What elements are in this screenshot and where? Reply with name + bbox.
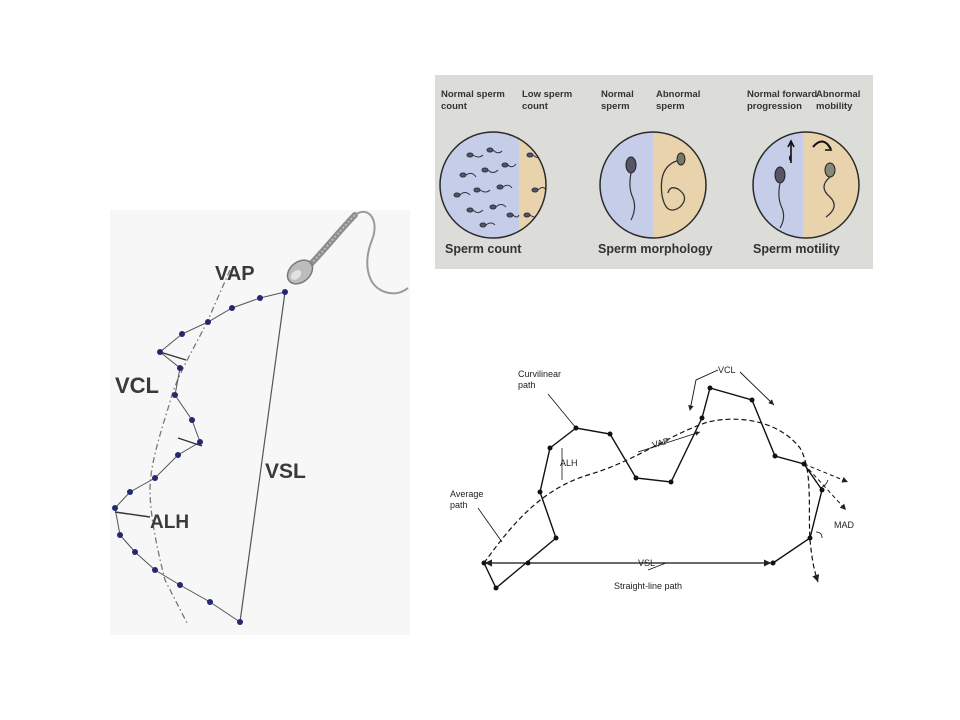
mad-angle-arc-1 — [819, 479, 829, 489]
vsl-line — [239, 291, 286, 623]
count-circle-outline — [439, 131, 547, 239]
morphology-circle-outline — [599, 131, 707, 239]
label-vap: VAP — [215, 263, 255, 285]
motility-normal-label-line2: progression — [747, 101, 802, 112]
sperm-tail — [354, 210, 409, 295]
label-straight-line-path: Straight-line path — [614, 581, 682, 591]
mad-angle-arc-2 — [815, 531, 823, 539]
average-path-line — [149, 269, 231, 626]
morph-abnormal-label-line2: sperm — [656, 101, 685, 112]
morph-normal-label-line2: sperm — [601, 101, 630, 112]
sperm-quality-svg: Normal sperm count Low sperm count — [435, 75, 873, 269]
count-low-label-line1: Low sperm — [522, 89, 572, 100]
count-low-label-line2: count — [522, 101, 549, 112]
motility-circle-outline — [752, 131, 860, 239]
label-alh: ALH — [150, 512, 189, 533]
alh-bar-3 — [114, 511, 151, 518]
caption-sperm-motility: Sperm motility — [753, 242, 840, 256]
curvilinear-leader — [547, 393, 577, 429]
label-vsl: VSL — [265, 460, 306, 483]
casa-path-svg: Curvilinear path VCL VAP ALH Average pat… — [450, 365, 855, 591]
label-curvilinear-line2: path — [518, 380, 536, 390]
sperm-head-highlight — [290, 270, 302, 280]
label-curvilinear-line1: Curvilinear — [518, 369, 561, 379]
sperm-midpiece-texture — [304, 214, 356, 271]
caption-sperm-count: Sperm count — [445, 242, 522, 256]
vcl-bracket-right — [739, 371, 775, 406]
label-average-line1: Average — [450, 489, 483, 499]
morph-normal-label-line1: Normal — [601, 89, 634, 100]
straight-leader — [647, 562, 667, 571]
vcl-bracket-left — [688, 369, 719, 411]
label-mad: MAD — [834, 520, 855, 530]
mad-direction-2 — [803, 463, 847, 511]
label-average-line2: path — [450, 500, 468, 510]
label-alh-bottom: ALH — [560, 458, 578, 468]
label-vcl: VCL — [115, 373, 159, 398]
count-normal-label-line2: count — [441, 101, 468, 112]
sperm-track-svg: VAP VCL ALH VSL — [110, 210, 410, 635]
label-vap-bottom: VAP — [651, 436, 670, 450]
alh-bar-1 — [159, 351, 187, 361]
left-panel-background — [110, 210, 410, 635]
casa-path-diagram: Curvilinear path VCL VAP ALH Average pat… — [438, 360, 878, 600]
average-leader — [477, 507, 503, 543]
caption-sperm-morphology: Sperm morphology — [598, 242, 713, 256]
vap-leader — [637, 431, 701, 453]
track-points — [112, 289, 288, 625]
alh-bar-2 — [177, 437, 203, 447]
morph-abnormal-label-line1: Abnormal — [656, 89, 700, 100]
average-path — [483, 418, 820, 583]
motility-abnormal-label-line2: mobility — [816, 101, 853, 112]
path-points — [481, 385, 825, 591]
count-normal-label-line1: Normal sperm — [441, 89, 505, 100]
label-vsl-bottom: VSL — [638, 558, 655, 568]
motility-abnormal-label-line1: Abnormal — [816, 89, 860, 100]
mad-direction-1 — [803, 463, 849, 483]
motility-normal-label-line1: Normal forward — [747, 89, 817, 100]
sperm-track-diagram: VAP VCL ALH VSL — [110, 210, 410, 635]
curvilinear-path-line — [114, 291, 286, 623]
sperm-quality-panel: Normal sperm count Low sperm count — [435, 75, 873, 269]
label-vcl-bottom: VCL — [718, 365, 736, 375]
